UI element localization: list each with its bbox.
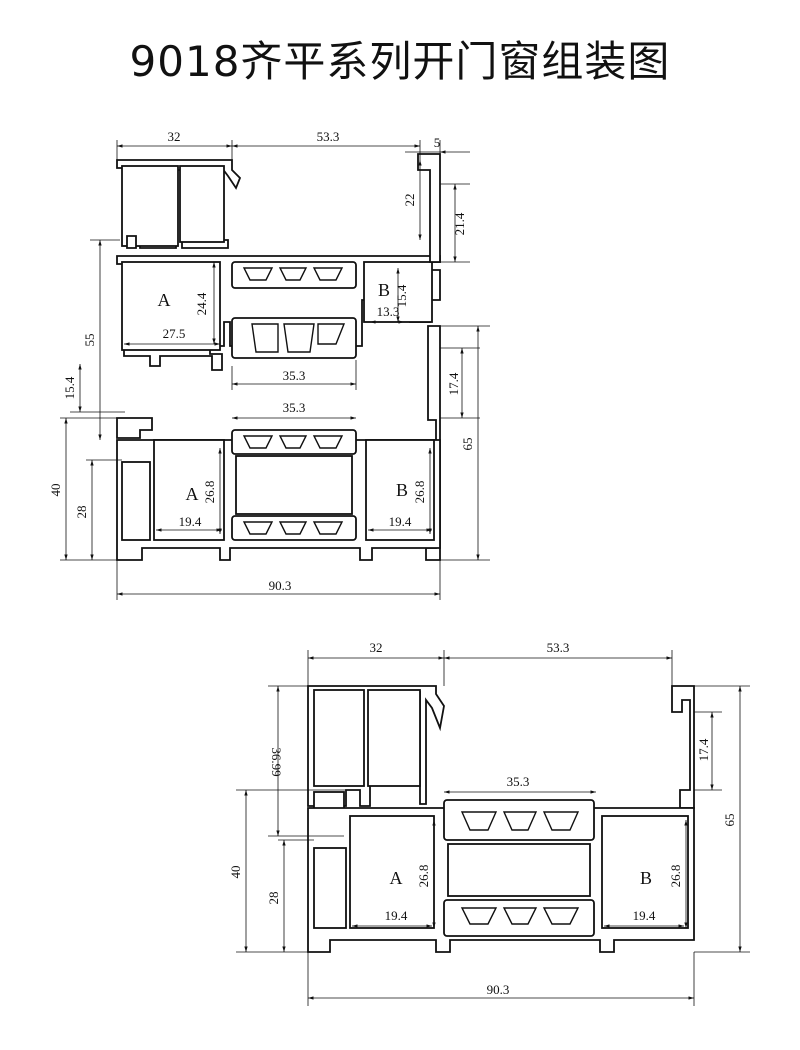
- bottom-drawing: 32 53.3 36.99 35.3 17.4 65 40 28 26.8 26…: [228, 640, 750, 1006]
- top-mullion-profile: [116, 417, 153, 439]
- bottom-dim-28: 28: [266, 892, 281, 905]
- bottom-dim-40: 40: [228, 866, 243, 879]
- top-dimension-lines: [60, 140, 490, 600]
- top-label-b-upper: B: [378, 280, 390, 300]
- top-label-a-lower: A: [186, 484, 199, 504]
- top-dim-15-4: 15.4: [62, 376, 77, 399]
- bottom-dim-19-4-b: 19.4: [633, 908, 656, 923]
- bottom-dimension-lines: [236, 650, 750, 1006]
- bottom-frame-chamber-4: [313, 847, 347, 929]
- bottom-dim-90-3: 90.3: [487, 982, 510, 997]
- bottom-dim-19-4-a: 19.4: [385, 908, 408, 923]
- top-thermal-break-upper: [231, 261, 357, 359]
- bottom-dim-17-4: 17.4: [696, 738, 711, 761]
- bottom-chamber-b: [601, 815, 689, 929]
- bottom-dim-26-8-b: 26.8: [668, 865, 683, 888]
- bottom-dim-26-8-a: 26.8: [416, 865, 431, 888]
- bottom-right-frame-profile: [671, 685, 695, 809]
- top-dim-26-8-a: 26.8: [202, 481, 217, 504]
- top-dim-32: 32: [168, 129, 181, 144]
- top-label-b-lower: B: [396, 480, 408, 500]
- top-dim-5: 5: [434, 135, 441, 150]
- top-dim-65: 65: [460, 438, 475, 451]
- bottom-dim-65: 65: [722, 814, 737, 827]
- bottom-frame-chamber-2: [367, 689, 421, 787]
- top-glass-gap: [235, 455, 353, 515]
- bottom-thermal-break: [443, 799, 595, 937]
- top-dim-27-5: 27.5: [163, 326, 186, 341]
- top-dim-15-4-b: 15.4: [394, 284, 409, 307]
- top-dim-90-3: 90.3: [269, 578, 292, 593]
- top-frame-chamber-2: [179, 165, 225, 243]
- bottom-dim-32: 32: [370, 640, 383, 655]
- bottom-frame-chamber-1: [313, 689, 365, 787]
- top-dim-17-4: 17.4: [446, 372, 461, 395]
- top-frame-hook: [126, 235, 137, 249]
- top-sash-chamber-a: [121, 261, 221, 351]
- top-dim-55: 55: [82, 334, 97, 347]
- bottom-label-a: A: [390, 868, 403, 888]
- top-dim-53-3: 53.3: [317, 129, 340, 144]
- top-dim-19-4-b: 19.4: [389, 514, 412, 529]
- top-dim-35-3-upper: 35.3: [283, 368, 306, 383]
- top-dim-19-4-a: 19.4: [179, 514, 202, 529]
- bottom-dim-53-3: 53.3: [547, 640, 570, 655]
- top-right-frame-profile: [417, 153, 441, 263]
- top-dim-35-3-lower: 35.3: [283, 400, 306, 415]
- drawing-title: 9018齐平系列开门窗组装图: [129, 37, 671, 86]
- top-lower-chamber-a: [153, 439, 225, 541]
- top-thermal-break-lower: [231, 429, 357, 541]
- top-dim-22: 22: [402, 194, 417, 207]
- top-lower-chamber-b: [365, 439, 435, 541]
- top-dim-21-4: 21.4: [452, 212, 467, 235]
- bottom-dim-35-3: 35.3: [507, 774, 530, 789]
- top-lower-frame-chamber: [121, 461, 151, 541]
- top-frame-chamber: [121, 165, 179, 247]
- top-drawing: 32 53.3 5 22 21.4 24.4 27.5 55 13.3 15.4…: [48, 129, 490, 600]
- top-dim-28: 28: [74, 506, 89, 519]
- bottom-dim-36-99: 36.99: [269, 747, 284, 776]
- bottom-glass-gap: [447, 843, 591, 897]
- top-dim-24-4: 24.4: [194, 292, 209, 315]
- top-dim-26-8-b: 26.8: [412, 481, 427, 504]
- top-dim-13-3: 13.3: [377, 304, 400, 319]
- top-label-a-upper: A: [158, 290, 171, 310]
- top-dim-40: 40: [48, 484, 63, 497]
- bottom-label-b: B: [640, 868, 652, 888]
